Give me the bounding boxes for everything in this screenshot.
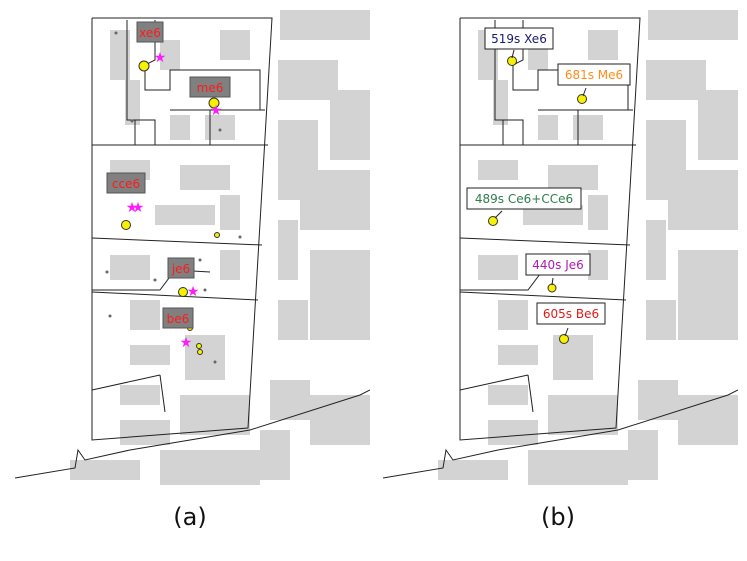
- svg-text:★: ★: [210, 103, 223, 119]
- label-605s-be6-text: 605s Be6: [543, 307, 599, 321]
- label-519s-xe6: 519s Xe6: [484, 27, 554, 50]
- svg-text:★: ★: [180, 335, 193, 351]
- label-xe6-text: xe6: [139, 26, 161, 40]
- star-markers: ★ ★ ★ ★ ★ ★: [126, 50, 223, 351]
- label-605s-be6: 605s Be6: [536, 302, 606, 325]
- small-markers: [105, 31, 242, 364]
- label-440s-je6: 440s Je6: [525, 253, 591, 276]
- parcel-boundaries: [382, 17, 738, 479]
- building-footprints: [438, 10, 738, 485]
- pointer-arrows: [494, 49, 587, 337]
- label-681s-me6: 681s Me6: [557, 63, 631, 86]
- labels-a: xe6 me6 cce6 je6 be6: [106, 21, 231, 329]
- label-681s-me6-text: 681s Me6: [565, 68, 623, 82]
- label-je6: je6: [167, 257, 195, 279]
- svg-text:★: ★: [132, 200, 145, 216]
- caption-a: (a): [173, 503, 207, 531]
- label-me6-text: me6: [197, 81, 224, 95]
- caption-b: (b): [541, 503, 575, 531]
- label-489s-ce6-text: 489s Ce6+CCe6: [475, 192, 573, 206]
- label-me6: me6: [189, 76, 231, 98]
- labels-b: 519s Xe6 681s Me6 489s Ce6+CCe6 440s Je6…: [466, 27, 631, 325]
- label-cce6-text: cce6: [112, 177, 140, 191]
- label-489s-ce6: 489s Ce6+CCe6: [466, 187, 582, 210]
- label-519s-xe6-text: 519s Xe6: [491, 32, 547, 46]
- label-440s-je6-text: 440s Je6: [532, 258, 584, 272]
- label-je6-text: je6: [171, 262, 190, 276]
- svg-text:★: ★: [154, 50, 167, 66]
- map-panel-a: ★ ★ ★ ★ ★ ★ xe6 me6 cce6 je6 be6: [14, 10, 370, 485]
- svg-text:★: ★: [187, 284, 200, 300]
- label-cce6: cce6: [106, 172, 146, 194]
- svg-text:★: ★: [126, 200, 139, 216]
- detection-markers: [488, 56, 587, 344]
- label-xe6: xe6: [136, 21, 164, 43]
- label-be6-text: be6: [167, 312, 190, 326]
- building-footprints: [70, 10, 370, 485]
- map-panel-b: 519s Xe6 681s Me6 489s Ce6+CCe6 440s Je6…: [382, 10, 738, 485]
- label-be6: be6: [162, 307, 194, 329]
- parcel-boundaries: [14, 17, 370, 479]
